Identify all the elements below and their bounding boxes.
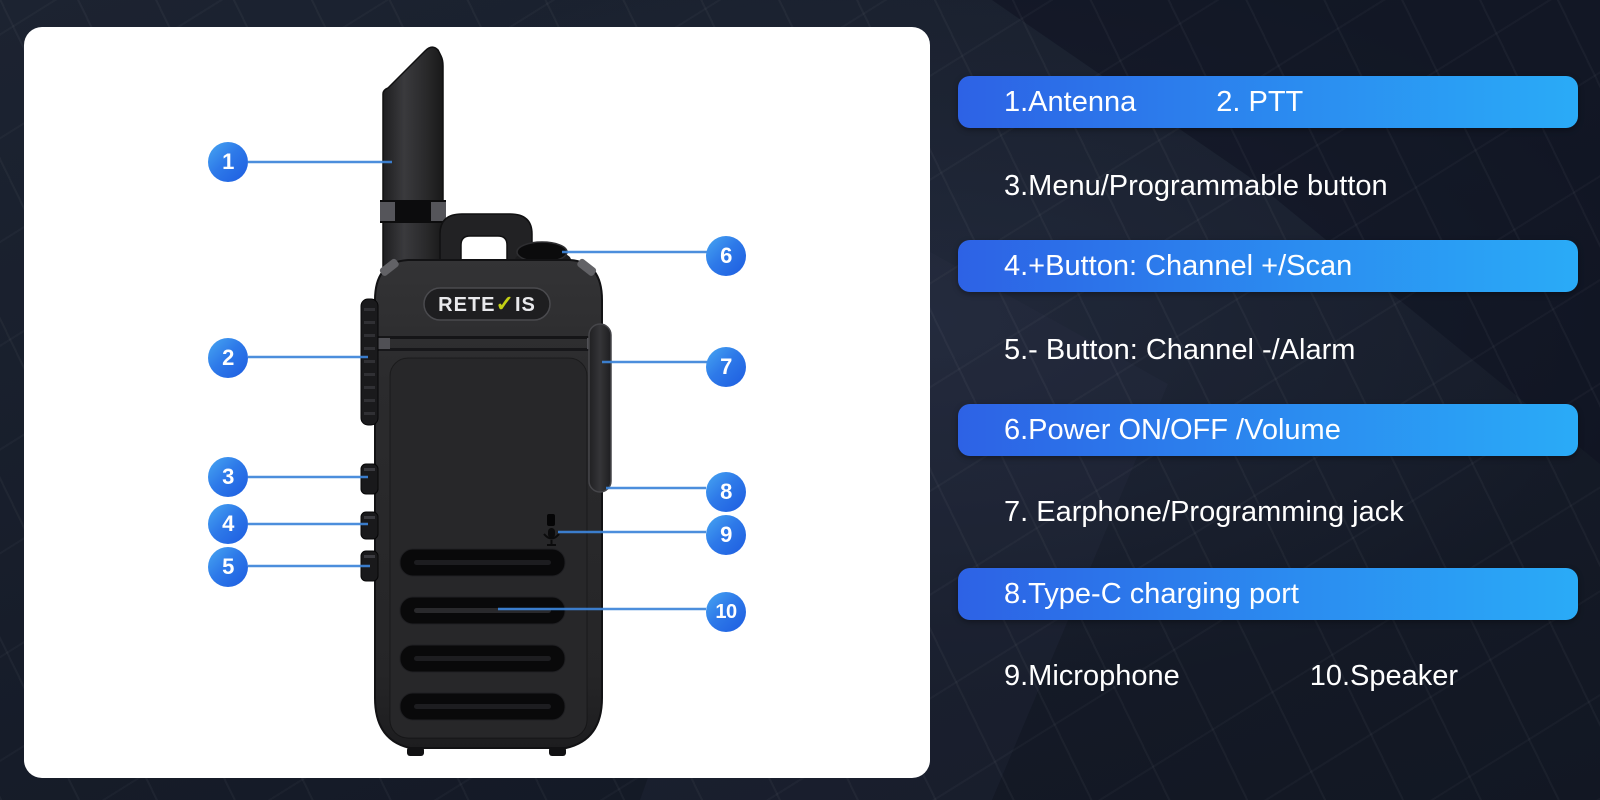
legend-label-menu: 3.Menu/Programmable button	[1004, 169, 1388, 202]
callout-circle-1: 1	[208, 142, 248, 182]
legend-label-speaker: 10.Speaker	[1309, 659, 1459, 692]
legend-label-typec: 8.Type-C charging port	[1004, 577, 1299, 610]
callout-circle-7: 7	[706, 347, 746, 387]
legend-row-antenna-ptt: 1.Antenna 2. PTT	[958, 76, 1578, 128]
callout-circle-10: 10	[706, 592, 746, 632]
callout-circle-9: 9	[706, 515, 746, 555]
callout-circle-3: 3	[208, 457, 248, 497]
legend-row-mic-speaker: 9.Microphone 10.Speaker	[958, 650, 1578, 702]
legend-label-antenna: 1.Antenna	[1004, 85, 1137, 118]
legend-row-earphone: 7. Earphone/Programming jack	[958, 486, 1578, 538]
callout-circle-8: 8	[706, 472, 746, 512]
legend-label-channel-up: 4.+Button: Channel +/Scan	[1004, 249, 1353, 282]
product-panel	[24, 27, 930, 778]
legend-label-ptt: 2. PTT	[1216, 85, 1304, 118]
callout-circle-5: 5	[208, 547, 248, 587]
legend-row-channel-up: 4.+Button: Channel +/Scan	[958, 240, 1578, 292]
legend-label-earphone: 7. Earphone/Programming jack	[1004, 495, 1404, 528]
legend-row-typec: 8.Type-C charging port	[958, 568, 1578, 620]
callout-circle-6: 6	[706, 236, 746, 276]
callout-circle-2: 2	[208, 338, 248, 378]
legend-label-channel-down: 5.- Button: Channel -/Alarm	[1004, 333, 1356, 366]
legend-label-microphone: 9.Microphone	[1004, 659, 1180, 692]
legend-label-power: 6.Power ON/OFF /Volume	[1004, 413, 1341, 446]
legend-row-channel-down: 5.- Button: Channel -/Alarm	[958, 324, 1578, 376]
legend-row-power: 6.Power ON/OFF /Volume	[958, 404, 1578, 456]
legend-row-menu: 3.Menu/Programmable button	[958, 160, 1578, 212]
callout-circle-4: 4	[208, 504, 248, 544]
